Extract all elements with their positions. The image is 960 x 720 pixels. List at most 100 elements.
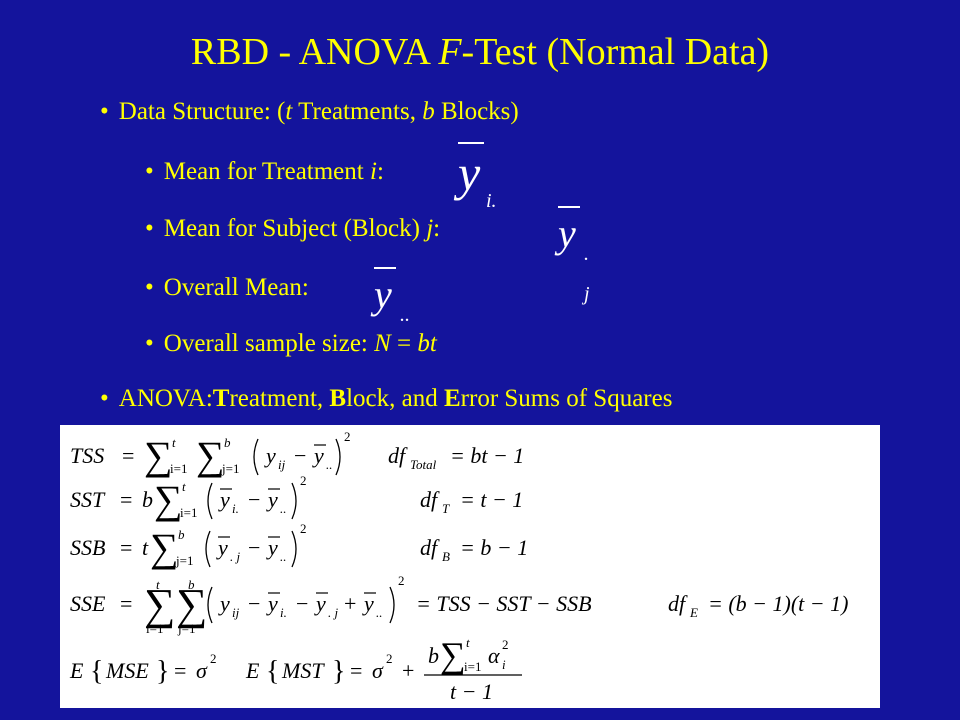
sum-symbol: ∑ [154,477,183,522]
df-sub: Total [410,457,437,472]
coef: t [142,535,149,560]
left-paren [207,586,213,624]
sum-top: t [182,479,186,494]
power: 2 [300,473,307,488]
bullet-anova: •ANOVA:Treatment, Block, and Error Sums … [100,385,672,413]
y-var: y [264,443,276,468]
equals: = [120,487,132,512]
bullet-text: reatment, [229,385,330,412]
equation-sst: SST = b ∑ t i=1 y i. − y .. 2 df T = t −… [70,473,523,522]
minus: − [294,443,306,468]
df: df [668,591,688,616]
bullet-mark: • [145,274,154,301]
bullet-mark: • [100,98,109,125]
bullet-overall-mean: •Overall Mean: [145,274,309,302]
y-var: y [266,487,278,512]
sum-top: b [178,527,185,542]
sum-bottom: j=1 [177,621,195,636]
bullet-text: Blocks) [434,98,519,125]
right-paren [335,438,341,476]
expect-inner: MSE [105,658,149,683]
alpha-sub: i [502,657,506,672]
bullet-var-bt: bt [417,330,437,357]
power: 2 [300,521,307,536]
bullet-treatment-mean: •Mean for Treatment i: [145,158,384,186]
coef: b [142,487,153,512]
treatment-mean-symbol: y i. [458,142,497,212]
alpha: α [488,643,500,668]
left-brace: { [266,656,279,687]
expect-e: E [69,658,84,683]
bullet-text: Data Structure: ( [118,98,286,125]
power: 2 [398,573,405,588]
y-sub: .. [280,501,287,516]
bullet-text: rror Sums of Squares [460,385,673,412]
y-var: y [312,443,324,468]
df-rhs: = bt − 1 [450,443,524,468]
bullet-text: = [390,330,418,357]
bullet-text: : [376,158,384,185]
sum-symbol: ∑ [150,525,179,570]
overbar [458,142,484,144]
bullet-block-mean: •Mean for Subject (Block) j: [145,215,440,243]
title-prefix: RBD - ANOVA [190,31,439,73]
symbol-base: y [374,272,392,317]
right-brace: } [156,656,169,687]
equals: = [174,658,186,683]
overbar [374,267,396,269]
right-paren [389,586,395,624]
bullet-text: lock, and [346,385,444,412]
bullet-mark: • [100,385,109,412]
bullet-data-structure: •Data Structure: (t Treatments, b Blocks… [100,98,519,126]
sum-bottom: j=1 [221,461,239,476]
symbol-base: y [558,211,576,256]
bullet-bold-E: E [443,385,461,412]
df-sub: T [442,501,450,516]
bullet-var-j: j [426,215,434,242]
sum-symbol: ∑ [144,580,175,629]
equals: = [120,591,132,616]
lhs: SSE [70,591,106,616]
equals: = [122,443,134,468]
minus: − [248,487,260,512]
y-sub: . j [328,605,339,620]
equation-expectations: E { MSE } = σ 2 E { MST } = σ 2 + b ∑ t … [69,635,522,704]
power: 2 [344,429,351,444]
df: df [388,443,408,468]
block-mean-symbol: y . j [558,206,590,305]
op: + [344,591,356,616]
df-rhs: = t − 1 [460,487,523,512]
y-sub: .. [326,457,333,472]
bullet-text: Treatments, [292,98,423,125]
sum-top: b [224,435,231,450]
lhs: SSB [70,535,105,560]
sum-symbol: ∑ [440,635,466,675]
sum-bottom: i=1 [170,461,187,476]
y-var: y [218,487,230,512]
overbar [558,206,580,208]
df-sub: B [442,549,450,564]
symbol-sub: . j [584,243,590,305]
sse-rhs: = TSS − SST − SSB [416,591,592,616]
op: − [248,591,260,616]
sigma: σ [196,658,208,683]
bullet-text: Overall sample size: [163,330,375,357]
df-sub: E [689,605,698,620]
bullet-text: ANOVA: [118,385,213,412]
y-var: y [266,591,278,616]
sum-top: t [466,635,470,650]
sum-symbol: ∑ [196,433,225,478]
df-rhs: = (b − 1)(t − 1) [708,591,848,616]
slide-title: RBD - ANOVA F-Test (Normal Data) [0,30,960,74]
y-var: y [266,535,278,560]
num-coef: b [428,643,439,668]
equals: = [120,535,132,560]
bullet-bold-T: T [212,385,230,412]
expect-e: E [245,658,260,683]
sum-top: b [188,577,195,592]
sum-top: t [172,435,176,450]
bullet-var-i: i [369,158,377,185]
lhs: SST [70,487,106,512]
sum-bottom: j=1 [175,553,193,568]
df: df [420,487,440,512]
